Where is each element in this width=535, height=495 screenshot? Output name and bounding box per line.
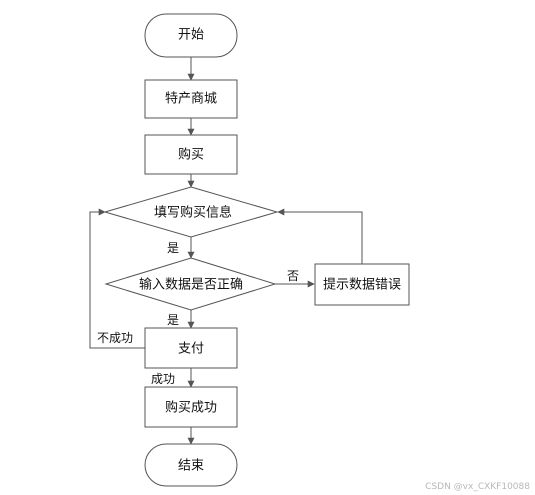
check-input-label: 输入数据是否正确	[139, 277, 243, 293]
end-node: 结束	[144, 443, 238, 487]
fill-info-label: 填写购买信息	[154, 205, 232, 221]
success-node: 购买成功	[144, 386, 238, 428]
error-tip-label: 提示数据错误	[323, 277, 401, 293]
pay-ok-label: 成功	[151, 372, 175, 386]
error-tip-node: 提示数据错误	[314, 263, 410, 306]
edge-pay-fail-to-fill	[89, 208, 145, 349]
mall-label: 特产商城	[165, 92, 217, 107]
mall-node: 特产商城	[144, 79, 238, 119]
start-node: 开始	[144, 13, 238, 58]
pay-label: 支付	[178, 342, 204, 357]
pay-fail-label: 不成功	[97, 331, 133, 345]
pay-node: 支付	[144, 327, 238, 369]
success-label: 购买成功	[165, 400, 217, 416]
check-input-decision: 输入数据是否正确	[104, 257, 277, 311]
buy-label: 购买	[178, 147, 204, 163]
start-label: 开始	[178, 28, 204, 43]
buy-node: 购买	[144, 134, 238, 175]
yes-label-2: 是	[167, 313, 179, 327]
watermark: CSDN @vx_CXKF10088	[425, 482, 530, 492]
edge-error-to-fill	[277, 208, 363, 264]
no-label: 否	[287, 269, 299, 283]
end-label: 结束	[178, 459, 204, 474]
yes-label-1: 是	[167, 241, 179, 255]
fill-info-decision: 填写购买信息	[103, 186, 279, 238]
